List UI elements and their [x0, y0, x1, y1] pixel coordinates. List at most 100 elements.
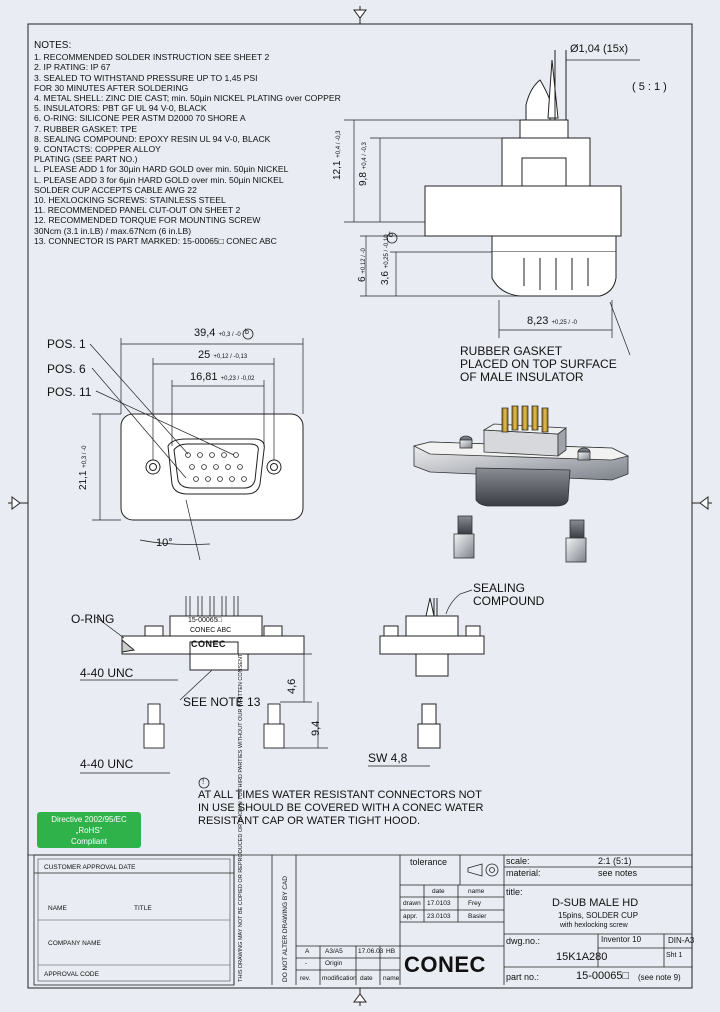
conec-logo: CONEC [404, 952, 486, 977]
drawn-name: Frey [468, 900, 481, 907]
note-line: 8. SEALING COMPOUND: EPOXY RESIN UL 94 V… [34, 133, 271, 144]
dim-9-4: 9,4 [310, 720, 322, 736]
note-line: 5. INSULATORS: PBT GF UL 94 V-0, BLACK [34, 103, 207, 114]
customer-approval-title: CUSTOMER APPROVAL DATE [44, 864, 136, 871]
rev-a-date: 17.06.03 [358, 948, 384, 955]
title-field-label: title: [506, 887, 523, 897]
part-mark-line2: CONEC ABC [190, 627, 232, 634]
title-label: TITLE [134, 905, 152, 912]
drawn-date: 17.0103 [427, 900, 451, 907]
date-col2-label: date [360, 975, 373, 982]
appr-date: 23.0103 [427, 913, 451, 920]
tolerance-label: tolerance [410, 857, 448, 867]
warning-text: AT ALL TIMES WATER RESISTANT CONNECTORS … [198, 789, 484, 827]
rev-a-name: HB [386, 948, 396, 955]
note-line: 11. RECOMMENDED PANEL CUT-OUT ON SHEET 2 [34, 205, 241, 216]
dim-16-81: 16,81 +0,23 / -0,02 [190, 371, 255, 383]
note-line: 12. RECOMMENDED TORQUE FOR MOUNTING SCRE… [34, 215, 261, 226]
unc-label-1: 4-40 UNC [80, 666, 134, 680]
appr-label: appr. [403, 913, 418, 920]
gasket-label: RUBBER GASKET PLACED ON TOP SURFACE OF M… [460, 344, 617, 384]
front-view-connector [120, 413, 304, 521]
part-note-value: (see note 9) [638, 973, 681, 982]
material-label: material: [506, 868, 541, 878]
dim-6: 6 +0,12 / -0 [357, 248, 368, 282]
lower-side-view-connector [121, 596, 305, 671]
rev-col-label: rev. [300, 975, 311, 982]
dim-25: 25 +0,12 / -0,13 [198, 349, 248, 361]
side-view-dimensions [344, 59, 640, 338]
part-mark-line1: 15-00065□ [188, 617, 222, 624]
note-line: 13. CONNECTOR IS PART MARKED: 15-00065□ … [34, 235, 277, 246]
material-value: see notes [598, 868, 638, 878]
approval-code-label: APPROVAL CODE [44, 971, 99, 978]
note-line: PLATING (SEE PART NO.) [34, 154, 138, 165]
drawn-label: drawn [403, 900, 421, 907]
note-line: 10. HEXLOCKING SCREWS: STAINLESS STEEL [34, 195, 226, 206]
dim-39-4: 39,4 +0,3 / -0 [194, 327, 241, 339]
mod-col-label: modification [322, 975, 357, 982]
pin-diameter-dim: Ø1,04 (15x) [570, 43, 629, 55]
copyright-notice: THIS DRAWING MAY NOT BE COPIED OR REPROD… [238, 653, 244, 982]
sheet-value: Sht 1 [666, 952, 683, 959]
dwg-no-label: dwg.no.: [506, 936, 541, 946]
screw-left-pair [143, 703, 285, 749]
title-line3: with hexlocking screw [560, 922, 628, 929]
rev-a: A [305, 948, 310, 955]
name-col-label: name [468, 888, 485, 895]
front-view-pins [185, 452, 247, 482]
do-not-alter-notice: DO NOT ALTER DRAWING BY CAD [282, 876, 289, 982]
warning-mark: ! [202, 777, 205, 786]
dim-9-8: 9,8 +0,4 / -0,3 [358, 142, 369, 186]
dim-angle: 10° [156, 537, 173, 549]
date-col-label: date [432, 888, 445, 895]
projection-symbol [467, 863, 499, 877]
note-line: FOR 30 MINUTES AFTER SOLDERING [34, 82, 189, 93]
side-view-connector [424, 50, 622, 297]
front-view-dimensions [89, 338, 304, 561]
rohs-badge: Directive 2002/95/EC „RoHS“ Compliant [37, 812, 141, 848]
name-col2-label: name [383, 975, 400, 982]
title-line1: D-SUB MALE HD [552, 897, 639, 909]
isometric-view-connector [412, 405, 630, 563]
note-line: 30Ncm (3.1 in.LB) / max.67Ncm (6 in.LB) [34, 225, 192, 236]
din-value: DIN-A3 [668, 936, 695, 945]
scale-label: scale: [506, 856, 530, 866]
datum-b-label: b [389, 232, 393, 239]
note-line: L. PLEASE ADD 3 for 6µin HARD GOLD over … [34, 174, 284, 185]
company-label: COMPANY NAME [48, 940, 101, 947]
title-block-lines [28, 854, 692, 986]
note-line: 9. CONTACTS: COPPER ALLOY [34, 144, 161, 155]
inventor-value: Inventor 10 [601, 935, 642, 944]
title-line2: 15pins, SOLDER CUP [558, 911, 639, 920]
datum-b-circle [242, 232, 398, 340]
note-line: 7. RUBBER GASKET: TPE [34, 123, 137, 134]
datum-b-label-2: b [245, 329, 249, 336]
pos1-label: POS. 1 [47, 337, 86, 351]
dim-12-1: 12,1 +0,4 / -0,3 [332, 130, 343, 180]
note-line: L. PLEASE ADD 1 for 30µin HARD GOLD over… [34, 164, 289, 175]
note-line: 3. SEALED TO WITHSTAND PRESSURE UP TO 1,… [34, 72, 258, 83]
sheet-frame [8, 6, 712, 1006]
unc-label-2: 4-40 UNC [80, 757, 134, 771]
notes-heading: NOTES: [34, 40, 72, 51]
part-no-value: 15-00065□ [576, 970, 630, 982]
pos11-label: POS. 11 [47, 385, 92, 399]
note-line: 6. O-RING: SILICONE PER ASTM D2000 70 SH… [34, 113, 246, 124]
gasket-leader [609, 301, 631, 356]
sealed-side-view-connector [379, 597, 485, 749]
note-line: 2. IP RATING: IP 67 [34, 62, 111, 73]
sealing-compound-label: SEALING COMPOUND [473, 581, 545, 608]
warning-symbol [198, 777, 210, 789]
note-line: 4. METAL SHELL: ZINC DIE CAST; min. 50µi… [34, 93, 341, 104]
dim-4-6: 4,6 [286, 678, 298, 694]
dim-21-1: 21,1 +0,3 / -0 [78, 445, 89, 490]
sealing-leader [368, 589, 473, 767]
dim-3-6: 3,6 +0,25 / -0,10 [380, 234, 391, 285]
scale-value: 2:1 (5:1) [598, 856, 632, 866]
appr-name: Basler [468, 913, 487, 920]
rev-orig: - [305, 960, 308, 967]
part-no-label: part no.: [506, 972, 540, 982]
note-line: 1. RECOMMENDED SOLDER INSTRUCTION SEE SH… [34, 52, 270, 63]
